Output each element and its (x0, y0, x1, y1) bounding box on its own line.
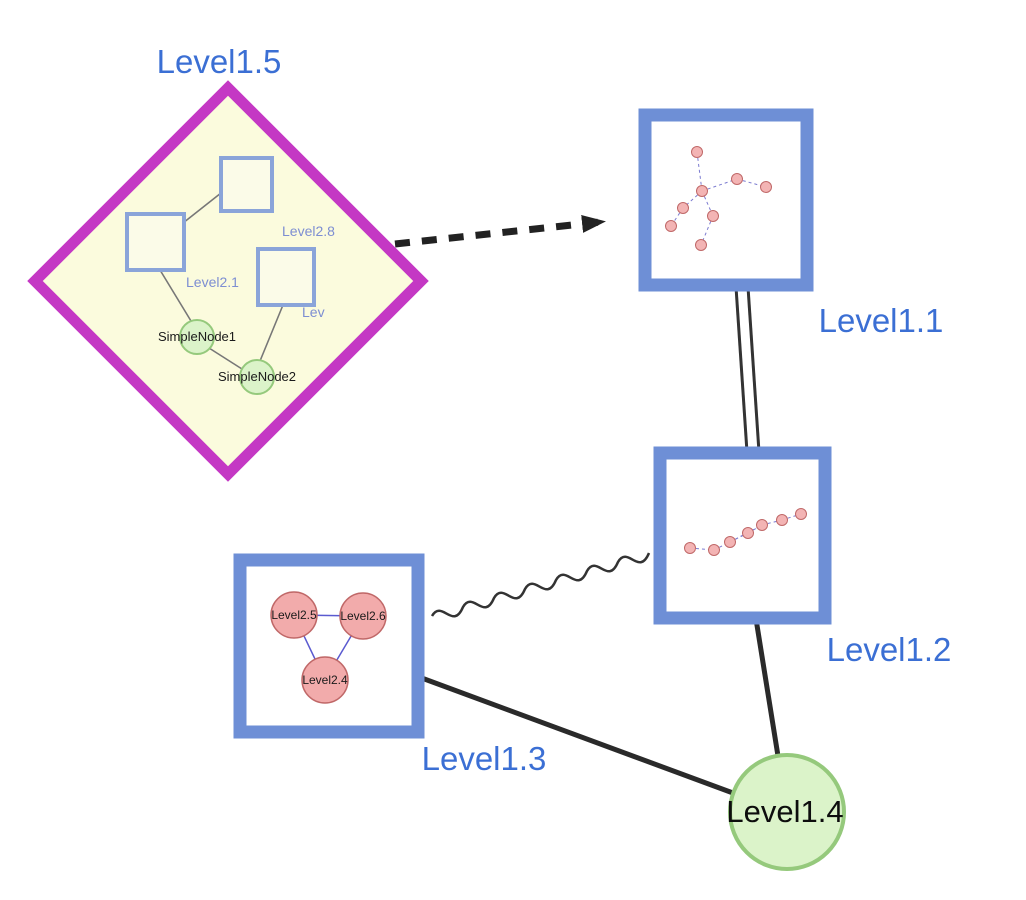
thumbnail-node (776, 514, 788, 526)
thumbnail-edge (696, 151, 703, 192)
thumbnail-node (708, 544, 720, 556)
edge-level1.1-level1.2-line2[interactable] (746, 286, 761, 453)
node-level1.2 (653, 446, 832, 625)
node-simplenode2-label: SimpleNode2 (218, 369, 296, 384)
node-level1.3: Level2.5 Level2.6 Level2.4 (233, 553, 425, 739)
node-level1.4: Level1.4 (726, 753, 846, 871)
node-level1.3-shape[interactable] (233, 553, 425, 739)
node-level1.3-title-label: Level1.3 (422, 740, 547, 777)
thumbnail-edge (682, 190, 703, 209)
node-level1.5: Level2.8 Level2.1 Lev SimpleNode1 Simple… (27, 80, 429, 482)
edge-level2.1-simplenode1 (159, 269, 192, 322)
edge-level2.8-level2.1 (182, 192, 222, 224)
thumbnail-node (695, 239, 707, 251)
thumbnail-node (665, 220, 677, 232)
node-level2.8-shape[interactable] (219, 156, 274, 213)
node-level2.8-label: Level2.8 (282, 223, 335, 239)
node-level2.1-shape[interactable] (125, 212, 186, 272)
thumbnail-edge (701, 178, 738, 192)
node-level2.1-label: Level2.1 (186, 274, 239, 290)
thumbnail-node (677, 202, 689, 214)
thumbnail-node (742, 527, 754, 539)
node-simplenode1-label: SimpleNode1 (158, 329, 236, 344)
edges-layer (394, 214, 781, 796)
edge-level1.1-level1.2-line1[interactable] (734, 286, 749, 453)
node-lev-shape[interactable] (256, 247, 316, 307)
thumbnail-edge (701, 190, 714, 217)
edge-level1.3-level1.2-wavy[interactable] (430, 552, 651, 618)
node-level1.2-title-label: Level1.2 (827, 631, 952, 668)
node-level2.4-label: Level2.4 (302, 673, 348, 687)
node-level2.4-shape[interactable] (301, 656, 349, 704)
node-simplenode2-shape[interactable] (239, 359, 275, 395)
node-level2.5-label: Level2.5 (271, 608, 317, 622)
thumbnail-node (696, 185, 708, 197)
level1.1-thumbnail-graph (665, 146, 772, 251)
thumbnail-node (760, 181, 772, 193)
node-lev-label: Lev (302, 304, 325, 320)
node-level1.5-title-label: Level1.5 (157, 43, 282, 80)
node-level1.1-title-label: Level1.1 (819, 302, 944, 339)
edge-level1.5-to-level1.1[interactable] (394, 214, 606, 248)
node-level2.6-label: Level2.6 (340, 609, 386, 623)
thumbnail-node (724, 536, 736, 548)
edge-lev-simplenode2 (259, 304, 284, 362)
node-level1.4-label: Level1.4 (726, 794, 843, 829)
node-level1.1 (638, 108, 814, 292)
node-level1.1-shape[interactable] (638, 108, 814, 292)
thumbnail-node (691, 146, 703, 158)
thumbnail-node (756, 519, 768, 531)
level1.2-thumbnail-graph (684, 508, 807, 556)
edge-level1.3-level1.4[interactable] (418, 674, 734, 796)
edge-simplenode1-simplenode2 (208, 347, 243, 370)
node-level2.6-shape[interactable] (339, 592, 387, 640)
thumbnail-node (731, 173, 743, 185)
thumbnail-node (795, 508, 807, 520)
node-level1.5-diamond-shape[interactable] (27, 80, 429, 482)
node-level2.5-shape[interactable] (270, 591, 318, 639)
node-simplenode1-shape[interactable] (179, 319, 215, 355)
thumbnail-node (707, 210, 719, 222)
edge-level1.2-level1.4[interactable] (753, 618, 781, 757)
node-level1.4-shape[interactable] (728, 753, 846, 871)
thumbnail-node (684, 542, 696, 554)
